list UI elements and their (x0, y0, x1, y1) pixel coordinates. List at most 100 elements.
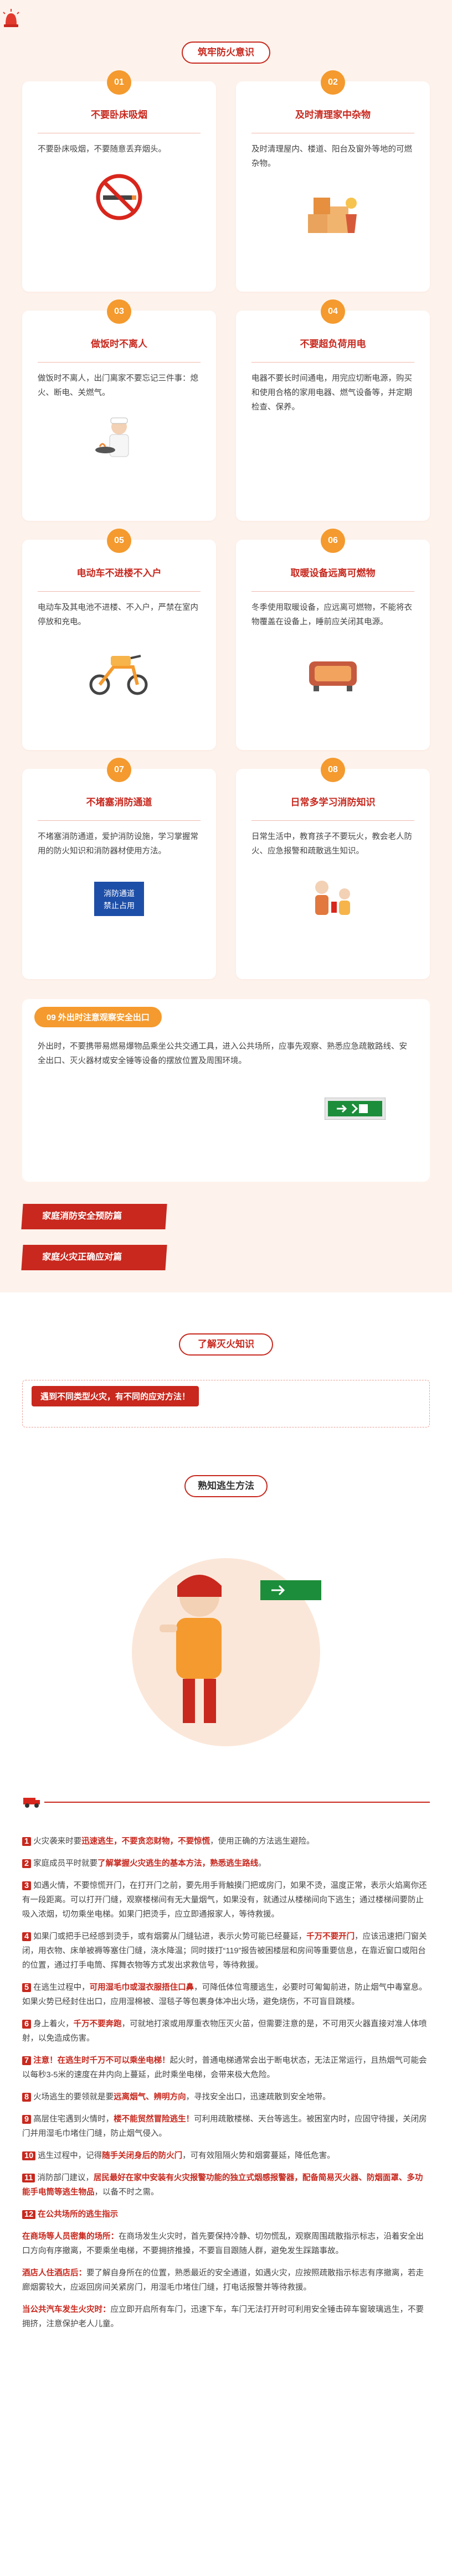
hint-box: 遇到不同类型火灾，有不同的应对方法！ (22, 1380, 430, 1427)
tip-highlight: 千万不要开门 (306, 1932, 355, 1941)
card-number: 05 (107, 529, 131, 553)
section2-title: 了解灭火知识 (179, 1333, 273, 1356)
tip-text: ，寻找安全出口，迅速疏散到安全地带。 (186, 2093, 331, 2102)
card-number: 09 (47, 1013, 56, 1022)
card-number: 06 (321, 529, 345, 553)
subtip-heading: 当公共汽车发生火灾时： (22, 2305, 111, 2314)
tip-card-4: 04 不要超负荷用电 电器不要长时间通电，用完应切断电源，购买和使用合格的家用电… (236, 299, 430, 521)
tip-text: 火灾袭来时要 (33, 1837, 82, 1846)
tip-number: 10 (22, 2151, 36, 2160)
tip-text: ，以备不时之需。 (94, 2188, 159, 2197)
card-title: 不堵塞消防通道 (86, 797, 152, 808)
card-divider (251, 820, 414, 821)
tip-number: 4 (22, 1932, 32, 1941)
heater-icon (309, 661, 357, 691)
tip-number: 1 (22, 1837, 32, 1846)
tip-text: 逃生过程中，记得 (38, 2151, 102, 2160)
card-number: 08 (321, 758, 345, 782)
tip-text: ，可有效阻隔火势和烟雾蔓延，降低危害。 (182, 2151, 335, 2160)
tip-card-9: 09 外出时注意观察安全出口 外出时，不要携带易燃易爆物品乘坐公共交通工具，进入… (22, 999, 430, 1182)
tip-text: 家庭成员平时就要 (33, 1859, 98, 1868)
fire-truck-icon (23, 1798, 40, 1808)
card-title: 外出时注意观察安全出口 (58, 1013, 150, 1022)
card-divider (38, 362, 201, 363)
card-text: 电器不要长时间通电，用完应切断电源，购买和使用合格的家用电器、燃气设备等，并定期… (251, 374, 412, 412)
tip-highlight: 可用湿毛巾或湿衣服捂住口鼻 (89, 1983, 194, 1992)
tip-highlight: 了解掌握火灾逃生的基本方法，熟悉逃生路线 (97, 1859, 259, 1868)
cooking-icon (95, 417, 129, 457)
tip-card-7: 07 不堵塞消防通道 不堵塞消防通道，爱护消防设施，学习掌握常用的防火知识和消防… (22, 758, 216, 979)
sign-line-1: 消防通道 (104, 889, 135, 898)
tip-card-3: 03 做饭时不离人 做饭时不离人，出门离家不要忘记三件事：熄火、断电、关燃气。 (22, 299, 216, 521)
tip-text: 可利用疏散楼梯、天台等逃生。被困室内时，应固守待援，关闭房门并用湿毛巾堵住门缝，… (22, 2115, 427, 2138)
tip-number: 6 (22, 2020, 32, 2029)
tip-number: 8 (22, 2093, 32, 2102)
tip-highlight: 随手关闭身后的防火门 (102, 2151, 183, 2160)
subtip-text: 应立即开启所有车门，迅速下车，车门无法打开时可利用安全锤击碎车窗玻璃逃生，不要拥… (22, 2305, 424, 2329)
poster-title: 筑牢防火意识 (182, 42, 270, 64)
card-divider (38, 820, 201, 821)
hint-text: 遇到不同类型火灾，有不同的应对方法！ (32, 1386, 199, 1406)
tip-number: 2 (22, 1859, 32, 1868)
card-text: 日常生活中，教育孩子不要玩火，教会老人防火、应急报警和疏散逃生知识。 (251, 832, 412, 856)
card-title: 做饭时不离人 (91, 339, 147, 349)
tip-text: 身上着火， (33, 2020, 74, 2029)
ribbon-response: 家庭火灾正确应对篇 (21, 1245, 167, 1270)
escape-illustration (132, 1558, 321, 1746)
subtip-heading: 酒店人住酒店后： (22, 2269, 86, 2278)
tip-highlight: 千万不要奔跑 (73, 2020, 122, 2029)
tip-card-5: 05 电动车不进楼不入户 电动车及其电池不进楼、不入户，严禁在室内停放和充电。 (22, 529, 216, 750)
tip-number: 5 (22, 1983, 32, 1992)
card-title: 不要卧床吸烟 (91, 110, 147, 120)
card-text: 不堵塞消防通道，爱护消防设施，学习掌握常用的防火知识和消防器材使用方法。 (38, 832, 198, 856)
card-text: 电动车及其电池不进楼、不入户，严禁在室内停放和充电。 (38, 603, 198, 627)
poster: 筑牢防火意识 01 不要卧床吸烟 不要卧床吸烟，不要随意丢弃烟头。 02 及时清… (0, 0, 452, 1292)
wide-card-header: 09 外出时注意观察安全出口 (34, 1007, 162, 1027)
tip-text: ，可降低体位弯腰逃生，必要时可匍匐前进，防止烟气中毒窒息。如果火势已经封住出口，… (22, 1983, 427, 2006)
tip-number: 3 (22, 1881, 32, 1890)
tip-text: ，可就地打滚或用厚重衣物压灭火苗，但需要注意的是，不可用灭火器直接对准人体喷射，… (22, 2020, 427, 2043)
tip-card-6: 06 取暖设备远离可燃物 冬季使用取暖设备，应远离可燃物，不能将衣物覆盖在设备上… (236, 529, 430, 750)
tip-text: ，使用正确的方法逃生避险。 (210, 1837, 315, 1846)
card-text: 做饭时不离人，出门离家不要忘记三件事：熄火、断电、关燃气。 (38, 374, 198, 397)
card-text: 不要卧床吸烟，不要随意丢弃烟头。 (38, 145, 166, 154)
tip-text: ，应该迅速把门窗关闭，用衣物、床单被褥等塞住门缝，浇水降温；同时拨打“119”报… (22, 1932, 427, 1970)
ebike-icon (89, 655, 148, 695)
clutter-icon (308, 198, 357, 233)
tip-text: 火场逃生的要领就是要 (33, 2093, 114, 2102)
tip-highlight: 在公共场所的逃生指示 (38, 2210, 119, 2219)
tip-number: 12 (22, 2210, 36, 2219)
tip-number: 9 (22, 2115, 32, 2124)
fire-exit-sign-icon: 消防通道 禁止占用 (94, 882, 144, 916)
tips-grid: 01 不要卧床吸烟 不要卧床吸烟，不要随意丢弃烟头。 02 及时清理家中杂物 及… (0, 70, 452, 979)
section-divider (22, 1792, 430, 1812)
card-title: 不要超负荷用电 (300, 339, 366, 349)
tip-text: 起火时，普通电梯通常会出于断电状态，无法正常运行，且热烟气可能会以每秒3-5米的… (22, 2056, 427, 2080)
tip-highlight: 迅速逃生，不要贪恋财物，不要惊慌 (81, 1837, 210, 1846)
card-text: 外出时，不要携带易燃易爆物品乘坐公共交通工具，进入公共场所，应事先观察、熟悉应急… (38, 1042, 407, 1065)
sign-line-2: 禁止占用 (104, 901, 135, 910)
card-divider (251, 362, 414, 363)
subtip-heading: 在商场等人员密集的场所： (22, 2232, 119, 2241)
tip-card-8: 08 日常多学习消防知识 日常生活中，教育孩子不要玩火，教会老人防火、应急报警和… (236, 758, 430, 979)
siren-icon (3, 9, 19, 27)
card-number: 03 (107, 299, 131, 324)
subtip-text: 在商场发生火灾时，首先要保持冷静、切勿慌乱，观察周围疏散指示标志，沿着安全出口方… (22, 2232, 424, 2256)
card-text: 及时清理屋内、楼道、阳台及窗外等地的可燃杂物。 (251, 145, 412, 168)
card-number: 04 (321, 299, 345, 324)
subtip-2: 酒店人住酒店后：要了解自身所在的位置，熟悉最近的安全通道，如遇火灾，应按照疏散指… (22, 2266, 430, 2295)
tip-highlight: 楼不能贸然冒险逃生！ (114, 2115, 194, 2124)
card-number: 01 (107, 70, 131, 95)
section-fire-knowledge: 了解灭火知识 遇到不同类型火灾，有不同的应对方法！ (0, 1333, 452, 1427)
subtip-1: 在商场等人员密集的场所：在商场发生火灾时，首先要保持冷静、切勿慌乱，观察周围疏散… (22, 2230, 430, 2258)
